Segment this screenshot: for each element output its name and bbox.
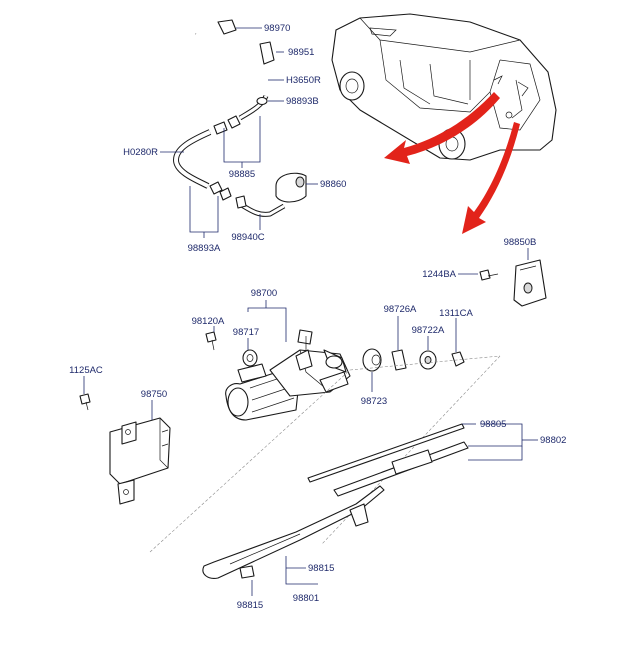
- label-98860: 98860: [320, 179, 346, 190]
- label-1244ba: 1244BA: [422, 269, 456, 280]
- label-1125ac: 1125AC: [69, 365, 103, 376]
- bolt-98120a: [205, 331, 217, 351]
- control-module: [109, 417, 171, 505]
- part-labels: 98970 98951 H3650R 98893B H0280R 98885 9…: [69, 23, 566, 611]
- label-98815-arm: 98815: [308, 563, 334, 574]
- wiper-motor-assembly: [225, 329, 351, 421]
- label-98717: 98717: [233, 327, 259, 338]
- label-98885: 98885: [229, 169, 255, 180]
- label-98700: 98700: [251, 288, 277, 299]
- label-98801: 98801: [293, 593, 319, 604]
- callout-arrow-washer: [384, 92, 500, 164]
- label-98970: 98970: [264, 23, 290, 34]
- washer-98722a: [419, 350, 437, 370]
- label-98750: 98750: [141, 389, 167, 400]
- label-98815-cap: 98815: [237, 600, 263, 611]
- label-98805: 98805: [480, 419, 506, 430]
- bolt-1244ba: [479, 269, 499, 281]
- label-98802: 98802: [540, 435, 566, 446]
- label-98893b: 98893B: [286, 96, 319, 107]
- label-98850b: 98850B: [504, 237, 537, 248]
- washer-hose-assembly: [172, 19, 307, 217]
- label-98120a: 98120A: [192, 316, 225, 327]
- label-h0280r: H0280R: [123, 147, 158, 158]
- label-98893a: 98893A: [188, 243, 221, 254]
- bolt-1125ac: [79, 393, 91, 411]
- label-98951: 98951: [288, 47, 314, 58]
- grommet-98717: [242, 349, 258, 367]
- label-98723: 98723: [361, 396, 387, 407]
- label-98726a: 98726A: [384, 304, 417, 315]
- bushing-98726a: [391, 349, 407, 371]
- nut-1311ca: [451, 351, 465, 367]
- wiper-arm: [202, 485, 385, 579]
- callout-arrow-wiper: [462, 122, 520, 234]
- label-1311ca: 1311CA: [439, 308, 473, 319]
- label-98940c: 98940C: [231, 232, 264, 243]
- boot-98723: [362, 348, 382, 372]
- label-98722a: 98722A: [412, 325, 445, 336]
- wiper-blade: [307, 423, 469, 497]
- nozzle-cap: [513, 259, 547, 307]
- label-h3650r: H3650R: [286, 75, 321, 86]
